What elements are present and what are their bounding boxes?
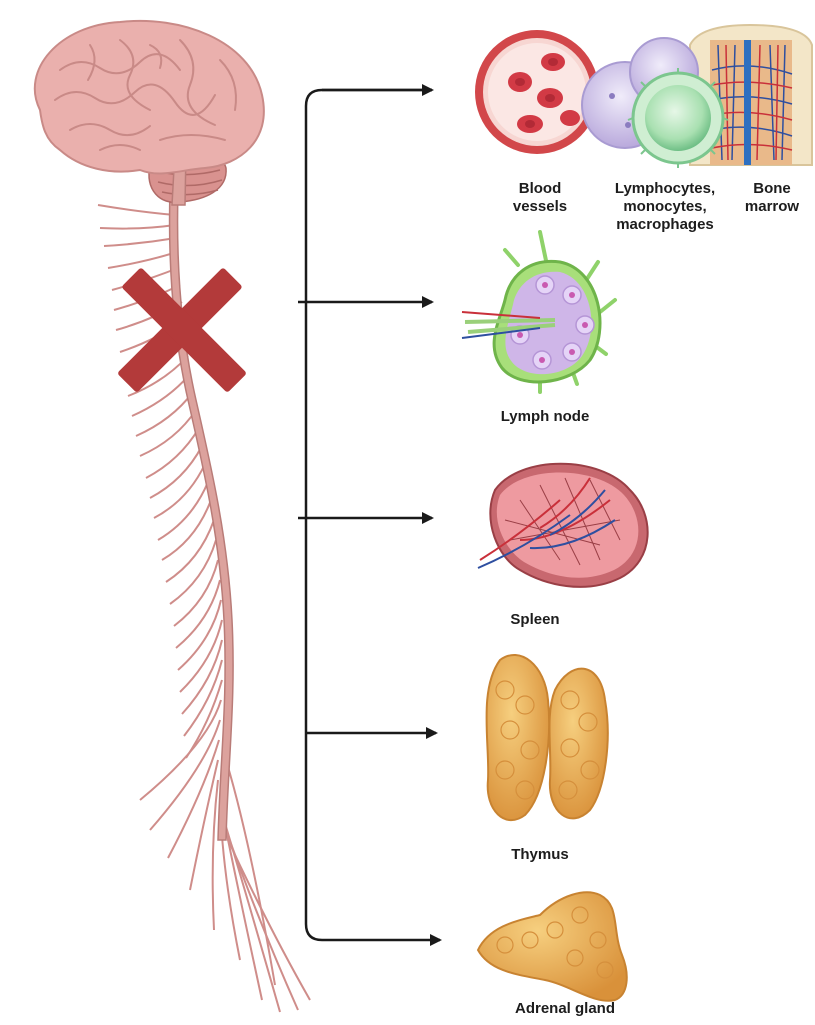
blood-vessel-icon (475, 30, 599, 154)
brain-icon (35, 21, 264, 174)
spleen-icon (478, 464, 648, 587)
adrenal-gland-icon (478, 892, 627, 1000)
label-blood-vessels: Blood vessels (505, 180, 575, 216)
label-thymus: Thymus (495, 846, 585, 864)
label-blood-vessels-line2: vessels (505, 198, 575, 216)
label-immune-cells: Lymphocytes, monocytes, macrophages (600, 180, 730, 234)
label-bone-marrow-line2: marrow (737, 198, 807, 216)
lymph-node-icon (462, 232, 615, 392)
peripheral-nerves (98, 205, 310, 1012)
label-bone-marrow: Bone marrow (737, 180, 807, 216)
thymus-icon (487, 655, 608, 820)
label-spleen: Spleen (495, 611, 575, 629)
label-blood-vessels-line1: Blood (505, 180, 575, 198)
label-lymph-node: Lymph node (490, 408, 600, 426)
arrow-bracket (298, 90, 440, 940)
label-immune-cells-line1: Lymphocytes, (600, 180, 730, 198)
label-adrenal-gland: Adrenal gland (495, 1000, 635, 1018)
label-bone-marrow-line1: Bone (737, 180, 807, 198)
label-immune-cells-line2: monocytes, (600, 198, 730, 216)
label-immune-cells-line3: macrophages (600, 216, 730, 234)
